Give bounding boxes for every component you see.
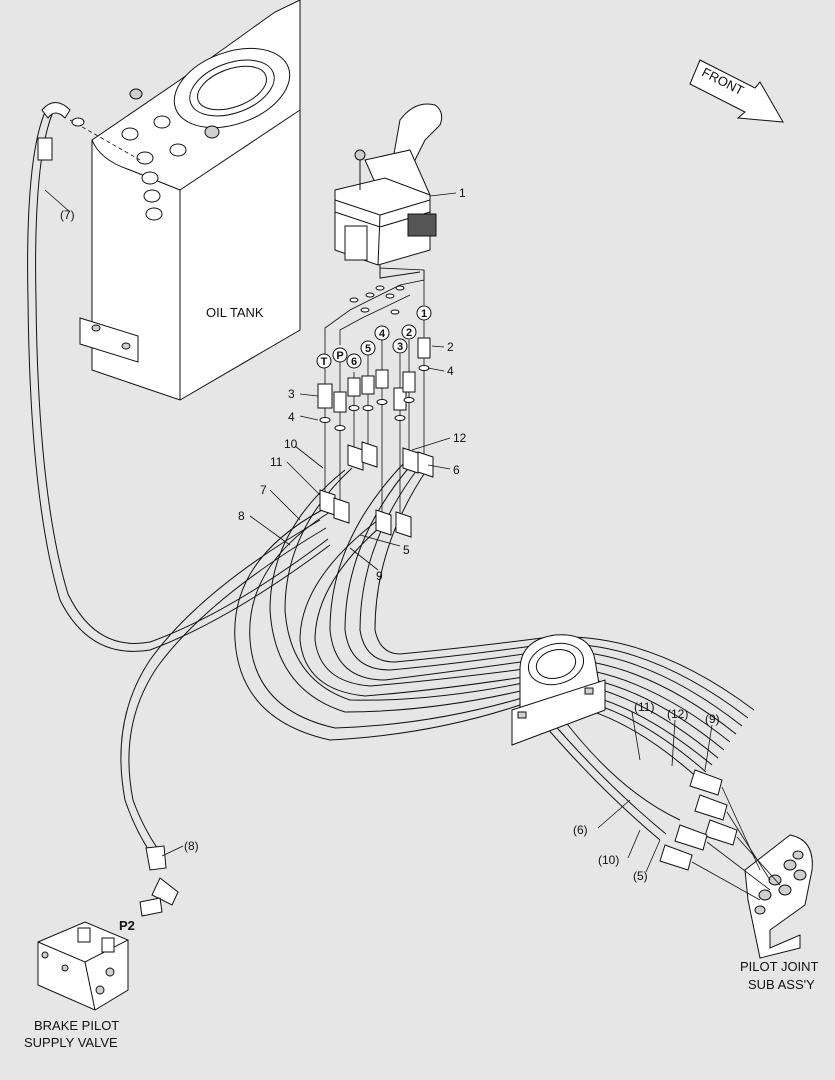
callout-6: 6 (453, 463, 460, 477)
oil-tank: OIL TANK (69, 0, 301, 401)
svg-text:6: 6 (351, 356, 357, 368)
callout-hose-7: (7) (60, 208, 75, 222)
leader-lines (44, 189, 713, 873)
port-marker-5: 5 (360, 340, 376, 356)
svg-text:P: P (336, 350, 343, 362)
callouts: 1 2 4 3 4 12 6 10 11 7 8 5 9 (7) (8) (11… (60, 186, 720, 883)
pilot-joint-label-line1: PILOT JOINT (740, 959, 819, 974)
callout-4-left: 4 (288, 410, 295, 424)
svg-text:4: 4 (379, 328, 386, 340)
port-marker-1: 1 (416, 305, 432, 321)
callout-hose-12: (12) (667, 707, 688, 721)
pilot-joint-label-line2: SUB ASS'Y (748, 977, 815, 992)
callout-7: 7 (260, 483, 267, 497)
hose-clamp (511, 634, 606, 746)
callout-10: 10 (284, 437, 298, 451)
hose-8 (120, 519, 327, 917)
p2-port-label: P2 (119, 918, 135, 933)
svg-text:2: 2 (406, 327, 412, 339)
svg-text:5: 5 (365, 343, 371, 355)
port-marker-t: T (316, 353, 332, 369)
port-markers: T P 6 5 4 3 2 1 (316, 305, 432, 369)
pilot-valve-joystick (334, 103, 443, 279)
callout-hose-11: (11) (634, 700, 654, 714)
callout-11: 11 (270, 455, 283, 469)
callout-hose-9: (9) (705, 712, 720, 726)
callout-hose-8: (8) (184, 839, 199, 853)
callout-3: 3 (288, 387, 295, 401)
svg-text:3: 3 (397, 341, 403, 353)
callout-9: 9 (376, 569, 383, 583)
brake-pilot-supply-valve: BRAKE PILOT SUPPLY VALVE P2 (24, 918, 135, 1050)
port-marker-6: 6 (346, 353, 362, 369)
port-marker-p: P (332, 347, 348, 363)
hose-bundle (234, 461, 755, 841)
callout-5: 5 (403, 543, 410, 557)
hose-7 (27, 102, 331, 652)
port-marker-4: 4 (374, 325, 390, 341)
brake-valve-label-line1: BRAKE PILOT (34, 1018, 119, 1033)
callout-8: 8 (238, 509, 245, 523)
callout-1: 1 (459, 186, 466, 200)
svg-text:1: 1 (421, 308, 427, 320)
svg-text:T: T (321, 356, 328, 368)
pilot-joint-sub-assy: PILOT JOINT SUB ASS'Y (659, 769, 819, 992)
callout-hose-6: (6) (573, 823, 588, 837)
callout-hose-5: (5) (633, 869, 648, 883)
port-marker-2: 2 (401, 324, 417, 340)
port-fittings (317, 267, 434, 538)
oil-tank-label: OIL TANK (206, 305, 264, 320)
callout-hose-10: (10) (598, 853, 619, 867)
front-arrow-icon: FRONT (689, 59, 784, 123)
callout-2: 2 (447, 340, 454, 354)
brake-valve-label-line2: SUPPLY VALVE (24, 1035, 118, 1050)
callout-4-right: 4 (447, 364, 454, 378)
port-marker-3: 3 (392, 338, 408, 354)
callout-12: 12 (453, 431, 467, 445)
